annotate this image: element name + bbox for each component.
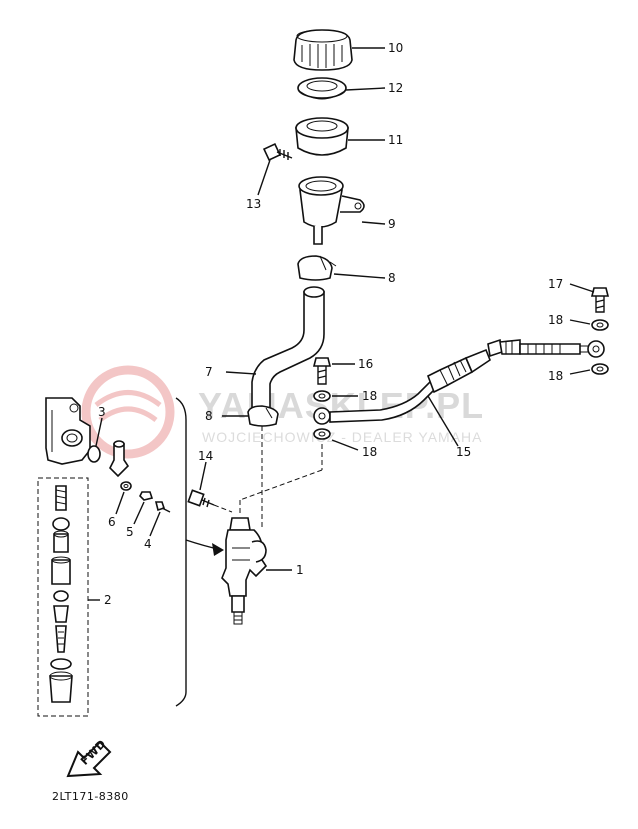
- leader-5: [133, 501, 145, 525]
- copper-washer-b: [313, 428, 331, 440]
- cylinder-body-exploded: [45, 397, 91, 465]
- watermark-logo: [81, 365, 175, 459]
- part-number-15: 15: [456, 445, 471, 459]
- leader-17: [569, 283, 595, 293]
- bolt14-flow-line: [213, 504, 233, 513]
- hose-clamp-upper: [297, 255, 337, 281]
- part-number-12: 12: [388, 81, 403, 95]
- leader-3: [95, 417, 103, 447]
- washer-6: [120, 481, 132, 491]
- leader-18d: [569, 369, 591, 375]
- part-number-16: 16: [358, 357, 373, 371]
- part-number-1: 1: [296, 563, 304, 577]
- part-number-10: 10: [388, 41, 403, 55]
- part-number-6: 6: [108, 515, 116, 529]
- nut-5: [139, 491, 154, 501]
- copper-washer-a: [313, 390, 331, 402]
- part-number-17: 17: [548, 277, 563, 291]
- leader-13: [257, 159, 271, 196]
- bolt-flow-line-b: [239, 469, 323, 501]
- part-number-18-d: 18: [548, 369, 563, 383]
- part-number-18-b: 18: [362, 445, 377, 459]
- reservoir-tank: [298, 176, 365, 245]
- leader-6: [115, 491, 125, 515]
- piston-kit-parts: [49, 485, 73, 703]
- o-ring: [87, 445, 101, 463]
- bolt-14: [187, 489, 215, 508]
- part-number-5: 5: [126, 525, 134, 539]
- part-number-3: 3: [98, 405, 106, 419]
- leader-4: [149, 511, 161, 537]
- copper-washer-d: [591, 363, 609, 375]
- diaphragm-plate: [297, 77, 347, 100]
- reservoir-cap: [293, 29, 353, 71]
- union-bolt-17: [590, 287, 610, 313]
- part-number-18-a: 18: [362, 389, 377, 403]
- fwd-arrow-icon: FWD: [66, 737, 112, 778]
- hose-joint: [109, 440, 130, 478]
- part-number-18-c: 18: [548, 313, 563, 327]
- leader-7: [225, 371, 257, 375]
- watermark: YAMASKLEP.PL WOJCIECHOWICZ - DEALER YAMA…: [81, 365, 483, 459]
- part-number-8-lower: 8: [205, 409, 213, 423]
- part-number-8-upper: 8: [388, 271, 396, 285]
- master-cylinder: [221, 517, 268, 625]
- brake-hose: [313, 338, 605, 425]
- part-number-9: 9: [388, 217, 396, 231]
- leader-14: [199, 461, 207, 491]
- part-number-7: 7: [205, 365, 213, 379]
- part-number-2: 2: [104, 593, 112, 607]
- diaphragm: [295, 117, 349, 156]
- part-number-14: 14: [198, 449, 213, 463]
- assembly-bracket: [175, 397, 187, 707]
- part-number-11: 11: [388, 133, 403, 147]
- leader-15: [427, 395, 459, 447]
- leader-18c: [569, 319, 591, 325]
- leader-8a: [333, 273, 386, 279]
- leader-12: [345, 87, 386, 91]
- piston-kit-box: [37, 477, 89, 717]
- watermark-sub-text: WOJCIECHOWICZ - DEALER YAMAHA: [202, 429, 483, 445]
- copper-washer-c: [591, 319, 609, 331]
- screw-4: [154, 501, 171, 513]
- screw-13: [262, 142, 293, 162]
- assembly-arrow-head: [212, 543, 224, 556]
- leader-9: [361, 221, 386, 225]
- leader-18b: [331, 439, 359, 451]
- diagram-code: 2LT171-8380: [52, 790, 129, 803]
- hose-clamp-lower: [247, 405, 279, 427]
- union-bolt-16: [312, 357, 332, 385]
- part-number-4: 4: [144, 537, 152, 551]
- part-number-13: 13: [246, 197, 261, 211]
